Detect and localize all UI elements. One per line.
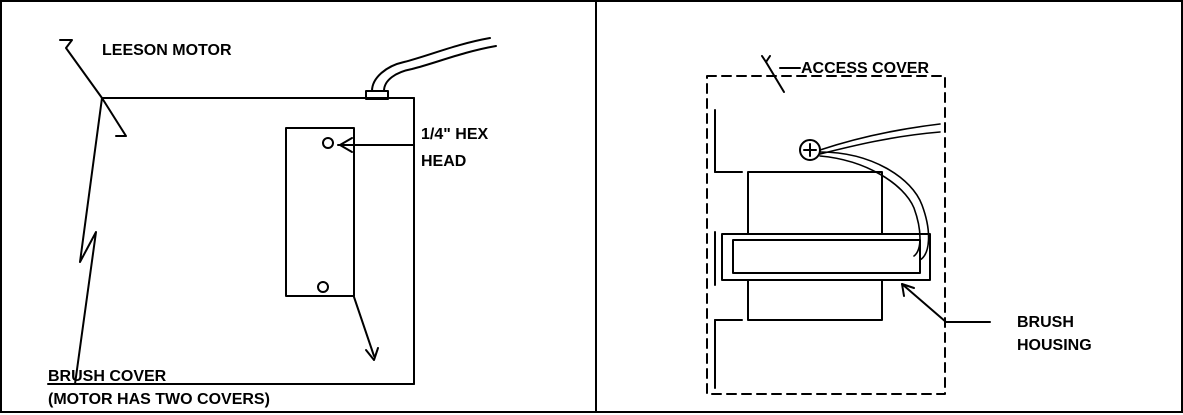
brush-cover-label-line1: BRUSH COVER — [48, 368, 167, 385]
brush-housing — [721, 171, 931, 321]
brush-housing-label-line1: BRUSH — [1017, 314, 1074, 331]
brush-housing-leader — [901, 283, 991, 323]
terminal-screw — [799, 139, 821, 161]
brush-housing-label-line2: HOUSING — [1017, 337, 1092, 354]
brush-cover-label-line2: (MOTOR HAS TWO COVERS) — [48, 391, 270, 408]
access-cover-leader — [761, 55, 801, 93]
hex-head-label-line1: 1/4" HEX — [421, 126, 489, 143]
brush-cover-leader — [353, 296, 379, 361]
right-panel-border — [595, 0, 1183, 413]
motor-frame-lines — [714, 109, 743, 389]
motor-body — [47, 97, 415, 385]
motor-leader — [59, 39, 127, 137]
brush-cover-plate — [285, 127, 355, 297]
hex-head-label-line2: HEAD — [421, 153, 466, 170]
hex-head-arrow — [337, 137, 415, 153]
brush-lead-wire — [819, 123, 941, 261]
leeson-motor-label: LEESON MOTOR — [102, 42, 232, 59]
access-cover-outline — [706, 75, 946, 395]
access-cover-label: ACCESS COVER — [801, 60, 929, 77]
motor-cable — [365, 37, 497, 100]
